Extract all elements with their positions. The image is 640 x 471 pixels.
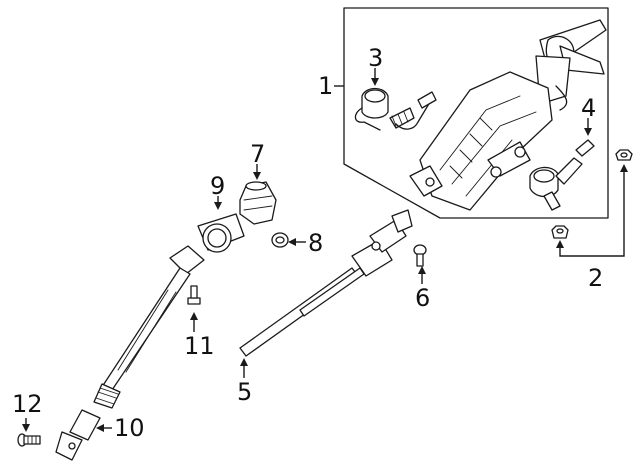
grommet-8 — [271, 232, 289, 248]
callout-6: 6 — [415, 284, 430, 312]
callout-8: 8 — [308, 229, 323, 257]
upper-shaft-5 — [239, 209, 413, 357]
bolt-6 — [413, 244, 427, 267]
callout-9: 9 — [210, 172, 225, 200]
callout-10: 10 — [114, 414, 145, 442]
nut-2-lower — [551, 225, 569, 239]
callout-7: 7 — [250, 140, 265, 168]
callout-11: 11 — [184, 332, 215, 360]
callout-leaders — [22, 68, 628, 432]
bolt-11 — [187, 285, 201, 305]
callout-2: 2 — [588, 264, 603, 292]
callout-12: 12 — [12, 390, 43, 418]
seal-9 — [197, 213, 245, 253]
boot-cover-7 — [239, 181, 277, 225]
callout-3: 3 — [368, 44, 383, 72]
callout-1: 1 — [318, 72, 333, 100]
callout-4: 4 — [581, 94, 596, 122]
steering-column-assembly — [354, 19, 607, 211]
callout-5: 5 — [237, 378, 252, 406]
lower-shaft-10 — [55, 245, 205, 461]
column-assembly-inset — [343, 7, 609, 219]
nut-2-upper — [615, 149, 633, 161]
callout-labels: 1 2 3 4 5 6 7 8 9 10 11 12 — [12, 44, 603, 442]
bolt-12 — [17, 433, 41, 447]
